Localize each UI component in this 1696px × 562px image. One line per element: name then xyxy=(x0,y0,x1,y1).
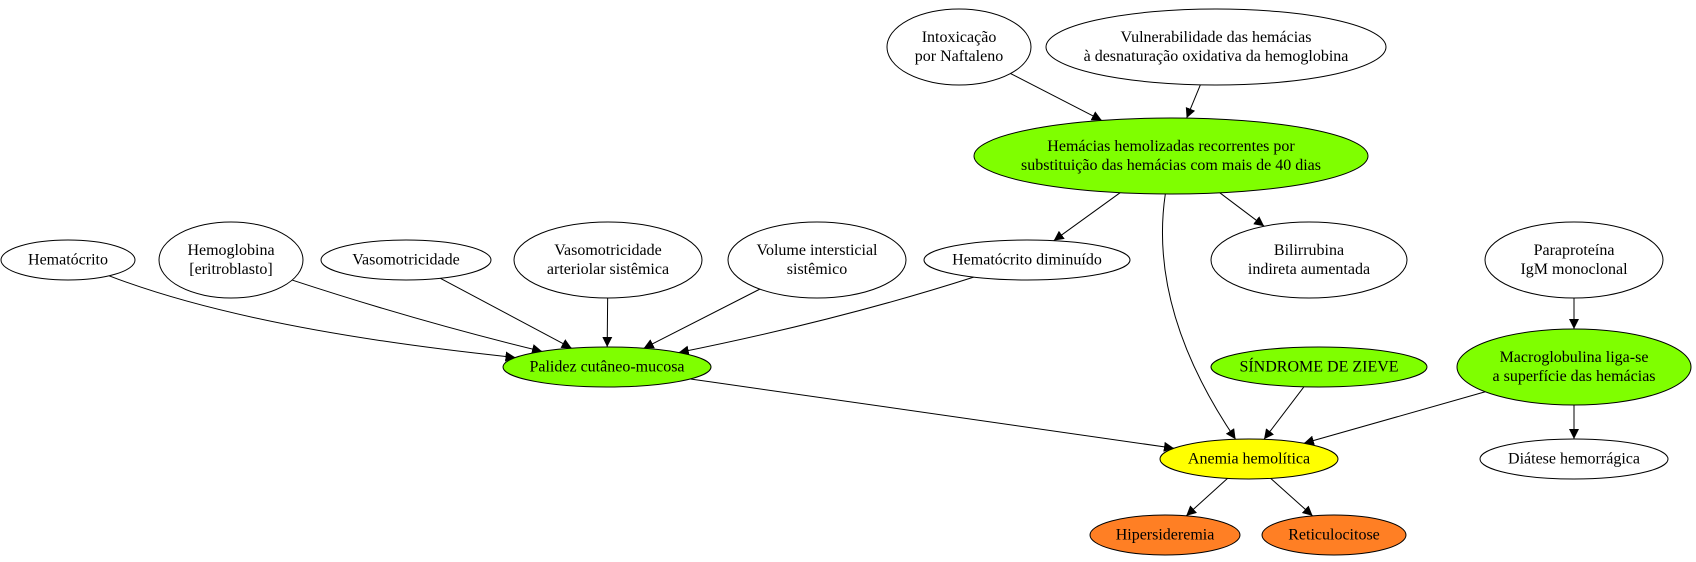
node-label: Bilirrubina xyxy=(1274,242,1344,259)
node-vasomotricidade-arteriolar: Vasomotricidade arteriolar sistêmica xyxy=(513,221,703,299)
edge-hematocrito-to-palidez xyxy=(108,275,516,362)
node-ellipse xyxy=(1159,438,1339,480)
node-vulnerabilidade: Vulnerabilidade das hemácias à desnaturaç… xyxy=(1045,8,1387,86)
node-ellipse xyxy=(320,239,492,281)
node-label: arteriolar sistêmica xyxy=(547,261,669,278)
node-label: Diátese hemorrágica xyxy=(1508,451,1640,468)
node-ellipse xyxy=(727,221,907,299)
node-label: Anemia hemolítica xyxy=(1188,451,1310,468)
node-diatese: Diátese hemorrágica xyxy=(1479,438,1669,480)
edge-hemacias-hemolizadas-to-anemia-hemolitica xyxy=(1161,193,1237,440)
node-vasomotricidade: Vasomotricidade xyxy=(320,239,492,281)
node-ellipse xyxy=(1261,514,1407,556)
node-ellipse xyxy=(513,221,703,299)
edge-hemacias-hemolizadas-to-hematocrito-diminuido xyxy=(1053,192,1121,242)
node-label: Hematócrito diminuído xyxy=(952,252,1102,269)
node-palidez: Palidez cutâneo-mucosa xyxy=(502,346,712,388)
nodes-layer: Intoxicação por Naftaleno Vulnerabilidade … xyxy=(0,8,1692,556)
node-label: por Naftaleno xyxy=(915,48,1003,65)
node-label: sistêmico xyxy=(787,261,847,278)
node-ellipse xyxy=(0,239,136,281)
node-reticulocitose: Reticulocitose xyxy=(1261,514,1407,556)
edges-layer xyxy=(108,73,1579,517)
node-hemoglobina: Hemoglobina [eritroblasto] xyxy=(158,221,304,299)
node-ellipse xyxy=(1456,328,1692,406)
node-label: Hipersideremia xyxy=(1116,527,1215,544)
node-label: Vasomotricidade xyxy=(352,252,460,269)
edge-sindrome-zieve-to-anemia-hemolitica xyxy=(1263,386,1305,440)
node-label: Macroglobulina liga-se xyxy=(1500,349,1649,366)
node-label: Hematócrito xyxy=(28,252,108,269)
node-label: a superfície das hemácias xyxy=(1492,368,1655,385)
node-ellipse xyxy=(1210,221,1408,299)
node-bilirrubina: Bilirrubina indireta aumentada xyxy=(1210,221,1408,299)
node-ellipse xyxy=(1045,8,1387,86)
edge-palidez-to-anemia-hemolitica xyxy=(690,378,1175,452)
node-macroglobulina: Macroglobulina liga-se a superfície das h… xyxy=(1456,328,1692,406)
node-label: Hemácias hemolizadas recorrentes por xyxy=(1047,138,1295,155)
node-volume-intersticial: Volume intersticial sistêmico xyxy=(727,221,907,299)
node-label: Paraproteína xyxy=(1534,242,1615,259)
edge-hematocrito-diminuido-to-palidez xyxy=(678,276,974,356)
node-ellipse xyxy=(502,346,712,388)
node-sindrome-zieve: SÍNDROME DE ZIEVE xyxy=(1210,346,1428,388)
node-label: à desnaturação oxidativa da hemoglobina xyxy=(1084,48,1349,65)
node-label: SÍNDROME DE ZIEVE xyxy=(1239,357,1398,376)
node-label: Hemoglobina xyxy=(187,242,274,259)
node-ellipse xyxy=(923,239,1131,281)
node-anemia-hemolitica: Anemia hemolítica xyxy=(1159,438,1339,480)
node-ellipse xyxy=(973,117,1369,195)
edge-hemoglobina-to-palidez xyxy=(291,279,543,354)
node-hematocrito-diminuido: Hematócrito diminuído xyxy=(923,239,1131,281)
node-label: Intoxicação xyxy=(922,29,997,46)
node-ellipse xyxy=(1484,221,1664,299)
node-label: Volume intersticial xyxy=(756,242,878,259)
edge-vulnerabilidade-to-hemacias-hemolizadas xyxy=(1185,84,1201,119)
node-hematocrito: Hematócrito xyxy=(0,239,136,281)
edge-macroglobulina-to-anemia-hemolitica xyxy=(1303,391,1486,446)
edge-vasomotricidade-to-palidez xyxy=(440,277,572,349)
node-label: Reticulocitose xyxy=(1288,527,1380,544)
node-hipersideremia: Hipersideremia xyxy=(1089,514,1241,556)
node-hemacias-hemolizadas: Hemácias hemolizadas recorrentes por subs… xyxy=(973,117,1369,195)
edge-hemacias-hemolizadas-to-bilirrubina xyxy=(1219,192,1265,227)
node-intoxicacao: Intoxicação por Naftaleno xyxy=(886,8,1032,86)
edge-volume-intersticial-to-palidez xyxy=(643,288,761,349)
node-ellipse xyxy=(1479,438,1669,480)
node-label: indireta aumentada xyxy=(1248,261,1370,278)
edge-intoxicacao-to-hemacias-hemolizadas xyxy=(1010,73,1103,121)
node-label: Vulnerabilidade das hemácias xyxy=(1121,29,1312,46)
edge-anemia-hemolitica-to-hipersideremia xyxy=(1185,478,1228,517)
node-ellipse xyxy=(1210,346,1428,388)
node-label: Palidez cutâneo-mucosa xyxy=(529,359,684,376)
edge-anemia-hemolitica-to-reticulocitose xyxy=(1270,478,1313,517)
node-ellipse xyxy=(1089,514,1241,556)
node-label: substituição das hemácias com mais de 40… xyxy=(1021,157,1321,174)
node-label: [eritroblasto] xyxy=(189,261,273,278)
node-label: Vasomotricidade xyxy=(554,242,662,259)
node-ellipse xyxy=(886,8,1032,86)
node-ellipse xyxy=(158,221,304,299)
node-label: IgM monoclonal xyxy=(1520,261,1628,278)
